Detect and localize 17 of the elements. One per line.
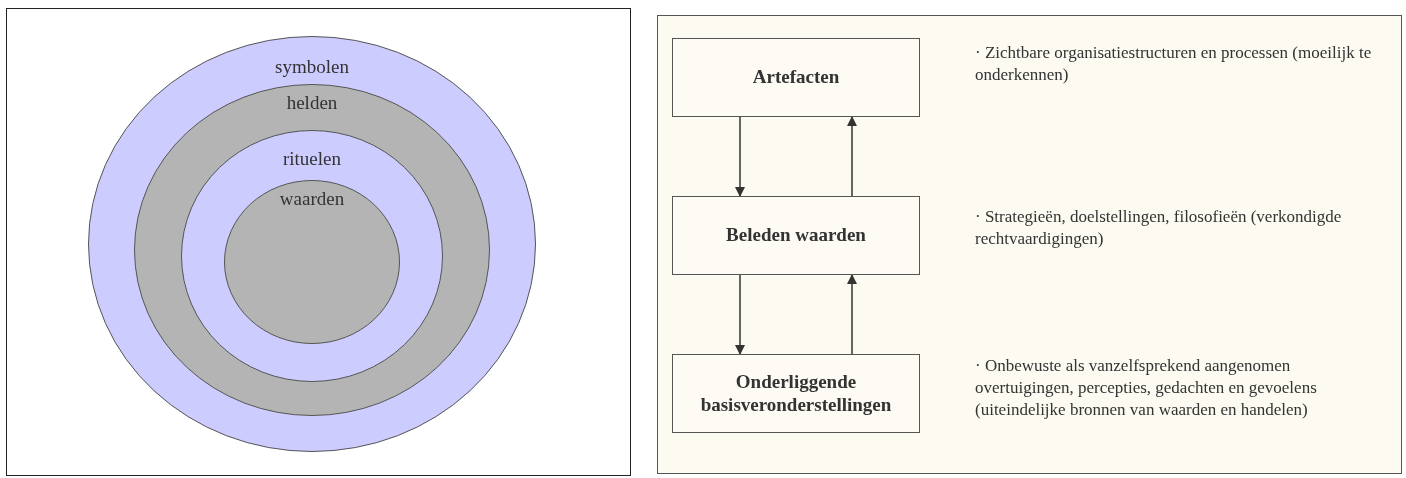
arrow bbox=[735, 274, 745, 355]
arrow bbox=[847, 116, 857, 197]
ring-label: symbolen bbox=[274, 56, 350, 78]
description-text: · Zichtbare organisatiestructuren en processen (moeilijk te onderkennen) bbox=[975, 42, 1373, 87]
description-text: · Onbewuste als vanzelfsprekend aangenomen overtuigingen, percepties, gedachten en gevoelens (uiteindelijke bronnen van waarden en handelen) bbox=[975, 355, 1318, 422]
layer-box bbox=[672, 196, 920, 275]
layer-box bbox=[672, 38, 920, 117]
description-text: · Strategieën, doelstellingen, filosofieën (verkondigde rechtvaardigingen) bbox=[975, 206, 1343, 251]
ring-label: waarden bbox=[278, 188, 346, 210]
ring-label: helden bbox=[285, 92, 339, 114]
layer-box bbox=[672, 354, 920, 433]
layer-title: Onderliggende basisveronderstellingen bbox=[699, 370, 893, 417]
arrow bbox=[847, 274, 857, 355]
ring-label: rituelen bbox=[282, 148, 342, 170]
layer-title: Beleden waarden bbox=[726, 224, 866, 247]
arrow bbox=[735, 116, 745, 197]
layer-title: Artefacten bbox=[752, 66, 840, 89]
